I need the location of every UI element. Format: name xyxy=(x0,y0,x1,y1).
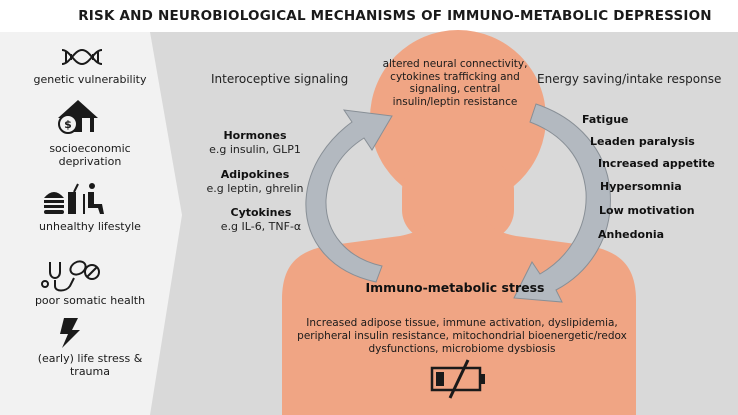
risk-label-stress: (early) life stress & trauma xyxy=(37,352,143,378)
stress-title: Immuno-metabolic stress xyxy=(365,280,545,295)
brain-mechanisms: altered neural connectivity, cytokines t… xyxy=(382,58,528,108)
risk-label-genetic: genetic vulnerability xyxy=(33,73,147,86)
symptom-hypersomnia: Hypersomnia xyxy=(600,180,682,193)
house-money-icon: $ xyxy=(58,100,98,134)
risk-label-somatic: poor somatic health xyxy=(34,294,146,307)
symptom-increased-appetite: Increased appetite xyxy=(598,157,715,170)
lightning-icon xyxy=(60,318,80,348)
factor-hormones-detail: e.g insulin, GLP1 xyxy=(209,143,301,156)
dna-icon xyxy=(61,48,103,66)
stethoscope-pills-icon xyxy=(41,260,100,292)
risk-label-socioeconomic: socioeconomic deprivation xyxy=(49,142,131,168)
factor-hormones: Hormones xyxy=(223,129,287,142)
junk-food-sedentary-icon xyxy=(44,183,104,214)
risk-label-lifestyle: unhealthy lifestyle xyxy=(39,220,141,233)
factor-cytokines-detail: e.g IL-6, TNF-α xyxy=(220,220,302,233)
energy-heading: Energy saving/intake response xyxy=(537,72,722,86)
interoceptive-heading: Interoceptive signaling xyxy=(211,72,349,86)
low-battery-icon xyxy=(430,359,485,399)
symptom-leaden-paralysis: Leaden paralysis xyxy=(590,135,695,148)
energy-response-arrow xyxy=(513,103,611,303)
symptom-anhedonia: Anhedonia xyxy=(598,228,665,241)
factor-adipokines: Adipokines xyxy=(220,168,290,181)
stress-description: Increased adipose tissue, immune activat… xyxy=(297,317,627,355)
risk-factor-panel xyxy=(0,32,182,415)
interoceptive-arrow xyxy=(305,109,393,283)
symptom-fatigue: Fatigue xyxy=(582,113,629,126)
symptom-low-motivation: Low motivation xyxy=(599,204,695,217)
factor-adipokines-detail: e.g leptin, ghrelin xyxy=(206,182,304,195)
factor-cytokines: Cytokines xyxy=(230,206,292,219)
svg-text:$: $ xyxy=(64,118,72,131)
page-title: RISK AND NEUROBIOLOGICAL MECHANISMS OF I… xyxy=(78,8,712,24)
